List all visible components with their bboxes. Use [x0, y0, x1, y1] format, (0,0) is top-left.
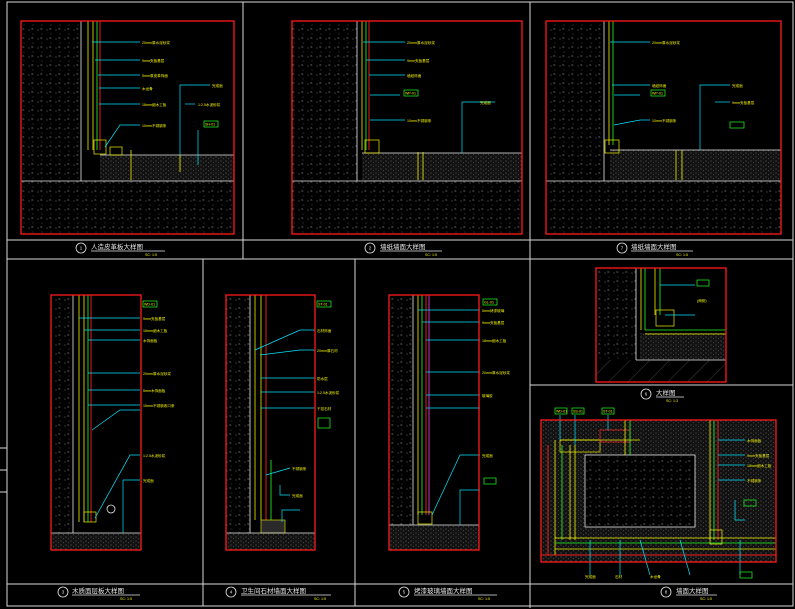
svg-text:WP-01: WP-01: [405, 92, 416, 96]
svg-text:木饰面板: 木饰面板: [747, 438, 762, 443]
title-block-7: 7 墙纸墙面大样图 SC: 1:5: [616, 242, 693, 257]
svg-text:SH-01: SH-01: [205, 123, 215, 127]
svg-text:干挂石材: 干挂石材: [317, 406, 332, 411]
svg-text:完成面: 完成面: [212, 83, 223, 88]
svg-text:9mm夹板基层: 9mm夹板基层: [142, 58, 165, 63]
panel-2-number: 2: [369, 246, 372, 251]
svg-text:20mm厚水泥砂浆: 20mm厚水泥砂浆: [652, 40, 680, 45]
svg-text:石材: 石材: [615, 574, 623, 579]
svg-text:完成面: 完成面: [585, 574, 596, 579]
svg-text:9mm夹板基层: 9mm夹板基层: [143, 316, 166, 321]
svg-text:9mm夹板基层: 9mm夹板基层: [482, 320, 505, 325]
panel-4-scale: SC: 1:5: [314, 597, 326, 601]
svg-text:(两侧): (两侧): [697, 298, 707, 303]
detail-panel-1: 20mm厚水泥砂浆 9mm夹板基层 5mm厚皮革饰面 木龙骨 18mm细木工板 …: [20, 20, 235, 235]
svg-text:1:2.5水泥砂浆: 1:2.5水泥砂浆: [198, 102, 221, 107]
svg-text:20mm厚石材: 20mm厚石材: [317, 348, 338, 353]
svg-text:SS-01: SS-01: [573, 410, 583, 414]
svg-text:完成面: 完成面: [482, 453, 493, 458]
svg-text:不锈钢条: 不锈钢条: [292, 466, 307, 471]
panel-3-scale: SC: 1:5: [120, 597, 132, 601]
svg-text:20mm厚水泥砂浆: 20mm厚水泥砂浆: [142, 40, 170, 45]
svg-text:完成面: 完成面: [143, 478, 154, 483]
detail-panel-8: WD-01 SS-01 ST-01 木饰面板 9mm夹板基层 18mm细木工板 …: [540, 407, 777, 579]
svg-text:墙纸饰面: 墙纸饰面: [652, 83, 667, 88]
svg-text:WD-01: WD-01: [144, 303, 155, 307]
svg-text:10mm不锈钢条: 10mm不锈钢条: [652, 118, 677, 123]
svg-text:20mm厚水泥砂浆: 20mm厚水泥砂浆: [143, 371, 171, 376]
panel-7-number: 7: [621, 246, 624, 251]
panel-4-number: 4: [230, 590, 233, 595]
title-block-4: 4 卫生间石材墙面大样图 SC: 1:5: [225, 586, 331, 601]
svg-text:石材饰面: 石材饰面: [317, 328, 332, 333]
svg-text:18mm细木工板: 18mm细木工板: [482, 338, 507, 343]
panel-6-title: 大样图: [656, 388, 676, 397]
panel-5-number: 5: [403, 590, 406, 595]
svg-text:5mm烤漆玻璃: 5mm烤漆玻璃: [482, 308, 505, 313]
title-block-6: 6 大样图 SC: 1:3: [640, 388, 684, 403]
svg-text:10mm不锈钢条: 10mm不锈钢条: [407, 118, 432, 123]
panel-8-title: 墙面大样图: [676, 586, 709, 595]
detail-panel-3: WD-01 9mm夹板基层 18mm细木工板 木饰面板 20mm厚水泥砂浆 5m…: [50, 294, 175, 551]
panel-8-scale: SC: 1:5: [700, 597, 712, 601]
panel-6-scale: SC: 1:3: [666, 399, 678, 403]
svg-text:1:2.5水泥砂浆: 1:2.5水泥砂浆: [317, 390, 340, 395]
title-block-5: 5 烤漆玻璃墙面大样图 SC: 1:5: [398, 586, 497, 601]
svg-text:防水层: 防水层: [317, 376, 328, 381]
title-block-3: 3 木质面层板大样图 SC: 1:5: [57, 586, 140, 601]
svg-text:9mm夹板基层: 9mm夹板基层: [407, 58, 430, 63]
title-block-2: 2 墙纸墙面大样图 SC: 1:5: [364, 242, 442, 257]
detail-panel-4: ST-01 石材饰面 20mm厚石材 防水层 1:2.5水泥砂浆 干挂石材 不锈…: [225, 294, 340, 551]
svg-text:完成面: 完成面: [480, 100, 491, 105]
svg-text:20mm厚水泥砂浆: 20mm厚水泥砂浆: [482, 370, 510, 375]
svg-text:玻璃胶: 玻璃胶: [482, 393, 493, 398]
title-block-8: 8 墙面大样图 SC: 1:5: [660, 586, 717, 601]
detail-panel-2: 20mm厚水泥砂浆 9mm夹板基层 墙纸饰面 WP-01 10mm不锈钢条 完成…: [291, 20, 523, 235]
svg-text:WD-01: WD-01: [556, 410, 567, 414]
svg-text:20mm厚水泥砂浆: 20mm厚水泥砂浆: [407, 40, 435, 45]
svg-text:18mm细木工板: 18mm细木工板: [142, 102, 167, 107]
panel-4-title: 卫生间石材墙面大样图: [241, 586, 306, 595]
panel-7-scale: SC: 1:5: [676, 253, 688, 257]
panel-3-title: 木质面层板大样图: [72, 586, 124, 595]
svg-text:9mm夹板基层: 9mm夹板基层: [747, 453, 770, 458]
detail-panel-6: (两侧): [595, 267, 727, 383]
panel-2-scale: SC: 1:5: [425, 253, 437, 257]
svg-text:18mm细木工板: 18mm细木工板: [747, 463, 772, 468]
panel-5-title: 烤漆玻璃墙面大样图: [414, 586, 473, 595]
detail-panel-7: 20mm厚水泥砂浆 WP-01 墙纸饰面 10mm不锈钢条 完成面 9mm夹板基…: [545, 20, 782, 235]
panel-8-number: 8: [665, 590, 668, 595]
svg-text:5mm厚皮革饰面: 5mm厚皮革饰面: [142, 73, 168, 78]
svg-text:GL-01: GL-01: [484, 301, 494, 305]
svg-text:完成面: 完成面: [292, 493, 303, 498]
svg-text:ST-01: ST-01: [318, 303, 328, 307]
panel-1-number: 1: [80, 246, 83, 251]
svg-text:完成面: 完成面: [732, 83, 743, 88]
panel-1-scale: SC: 1:5: [145, 253, 157, 257]
panel-7-title: 墙纸墙面大样图: [631, 242, 677, 251]
svg-text:WP-01: WP-01: [652, 92, 663, 96]
svg-text:9mm夹板基层: 9mm夹板基层: [732, 100, 755, 105]
panel-5-scale: SC: 1:5: [478, 597, 490, 601]
svg-text:不锈钢条: 不锈钢条: [747, 478, 762, 483]
svg-text:5mm木饰面板: 5mm木饰面板: [143, 388, 166, 393]
svg-text:15mm不锈钢收口条: 15mm不锈钢收口条: [143, 403, 175, 408]
svg-text:18mm细木工板: 18mm细木工板: [143, 328, 168, 333]
svg-text:木龙骨: 木龙骨: [650, 574, 661, 579]
svg-text:1:2.5水泥砂浆: 1:2.5水泥砂浆: [143, 453, 166, 458]
panel-2-title: 墙纸墙面大样图: [380, 242, 426, 251]
detail-panel-5: GL-01 5mm烤漆玻璃 9mm夹板基层 18mm细木工板 20mm厚水泥砂浆…: [388, 294, 510, 551]
svg-text:墙纸饰面: 墙纸饰面: [407, 73, 422, 78]
svg-text:10mm不锈钢条: 10mm不锈钢条: [142, 123, 167, 128]
svg-text:木龙骨: 木龙骨: [142, 86, 153, 91]
panel-1-title: 人造皮革板大样图: [91, 242, 143, 251]
panel-6-number: 6: [645, 392, 648, 397]
title-block-1: 1 人造皮革板大样图 SC: 1:5: [75, 242, 165, 257]
panel-3-number: 3: [62, 590, 65, 595]
svg-text:木饰面板: 木饰面板: [143, 338, 158, 343]
svg-text:ST-01: ST-01: [603, 410, 613, 414]
